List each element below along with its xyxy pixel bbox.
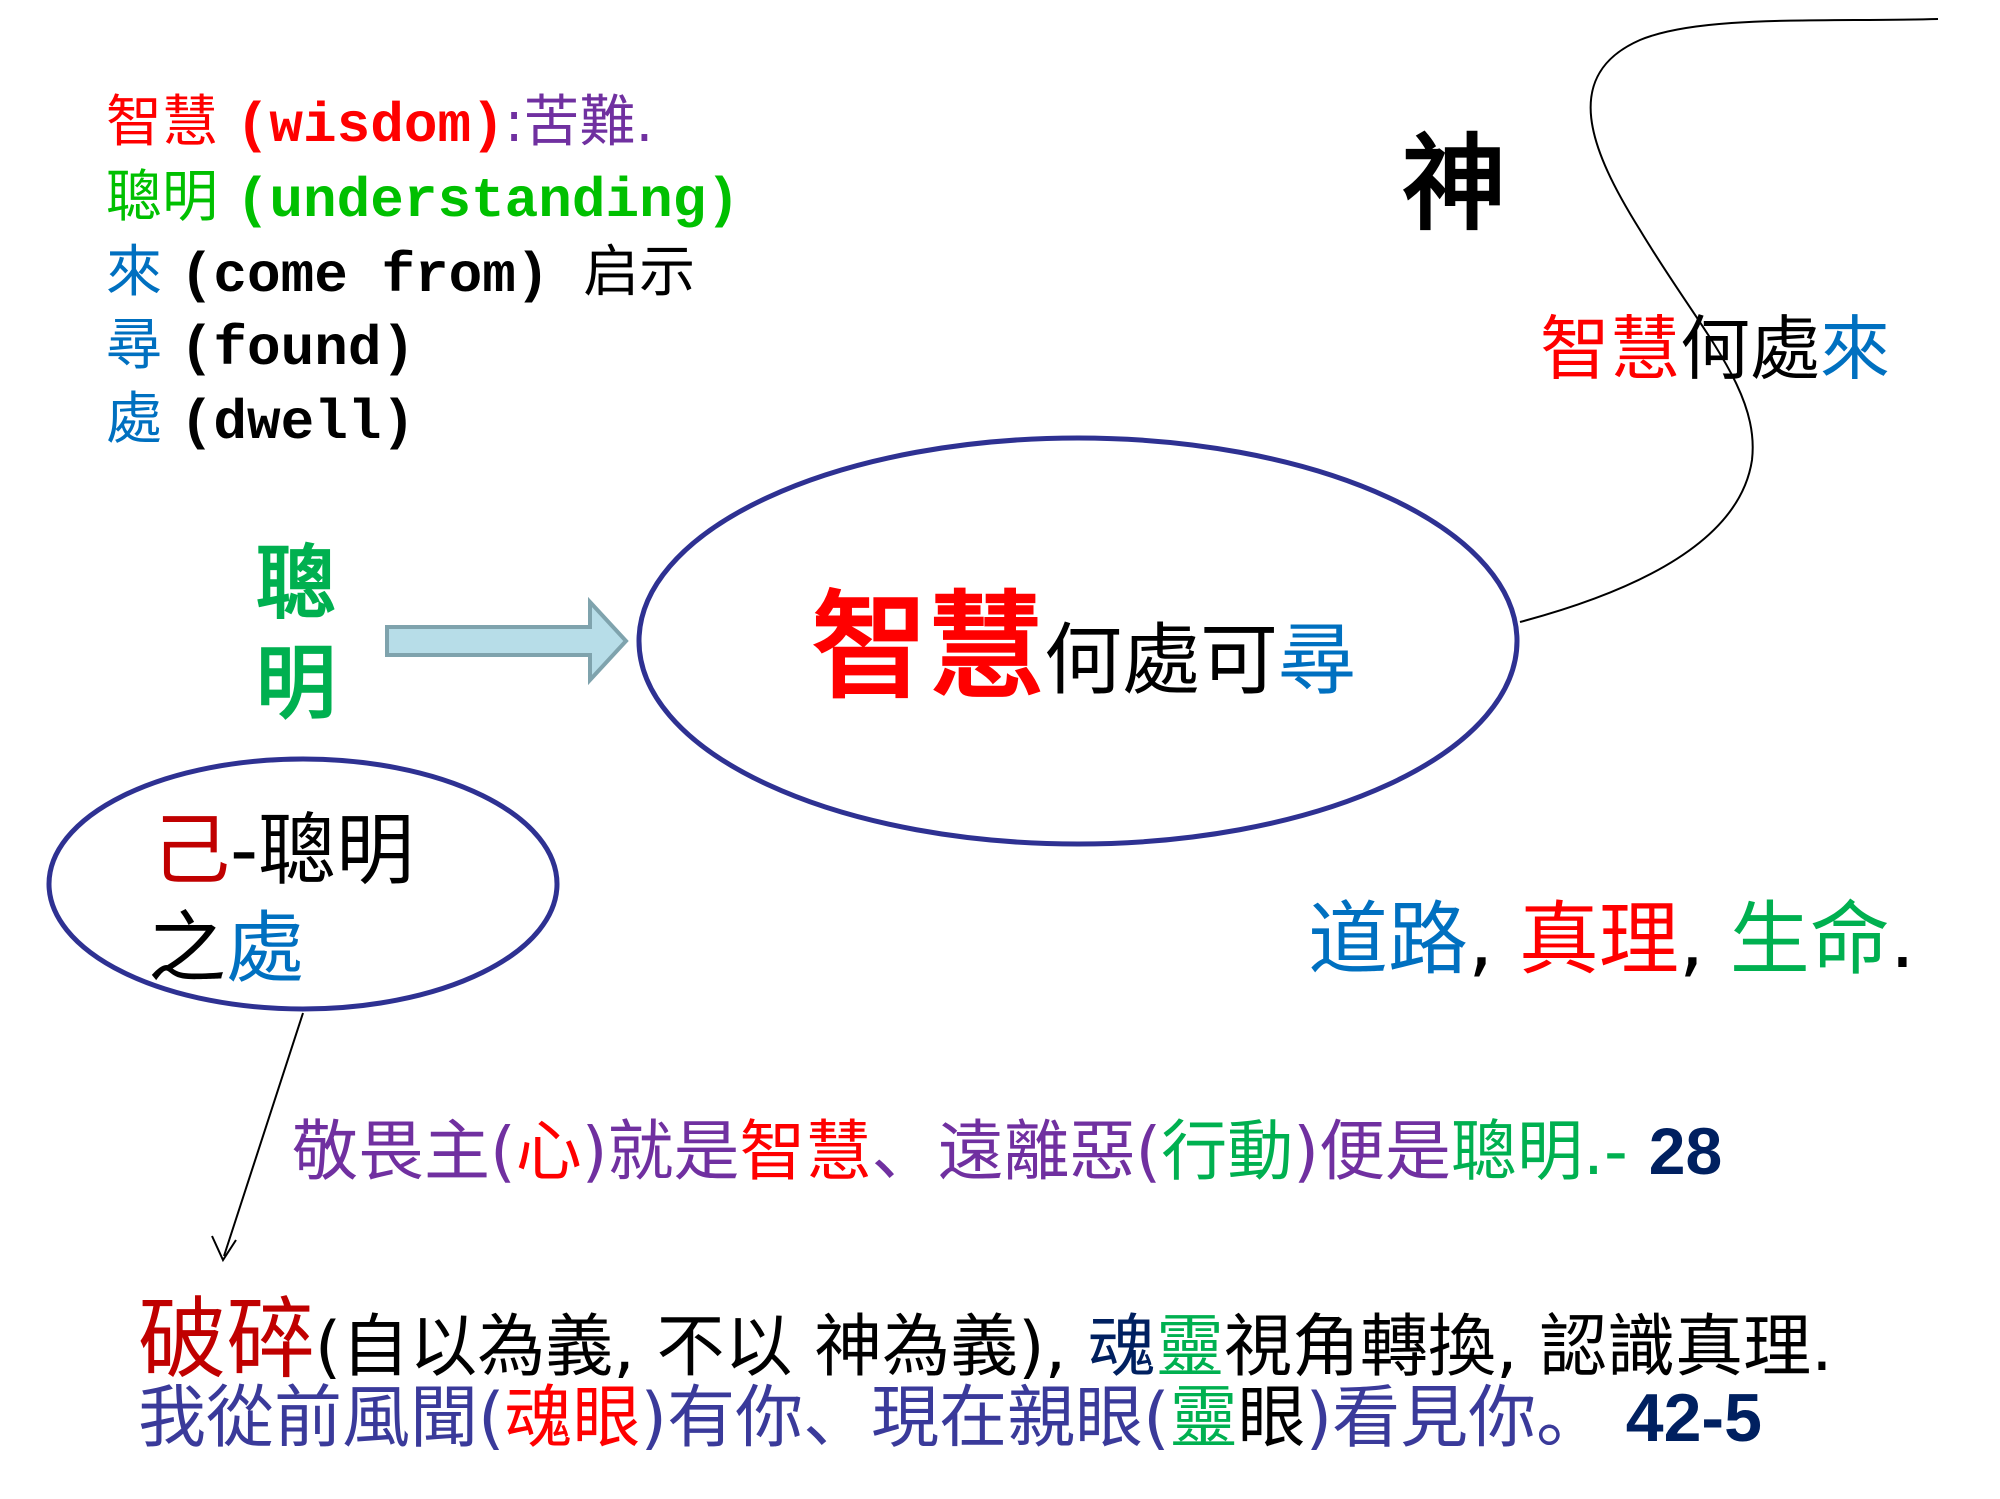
legend: 智慧 (wisdom):苦難. 聰明 (understanding) 來 (co…	[106, 95, 740, 466]
right-arrow-icon	[385, 596, 629, 686]
text-segment: 靈	[1155, 1308, 1224, 1387]
job-line: 我從前風聞(魂眼)有你、現在親眼(靈眼)看見你。 42-5	[138, 1384, 1762, 1453]
text-segment: (wisdom)	[235, 94, 505, 158]
text-segment: 魂	[1087, 1308, 1156, 1387]
divine-source-curve	[1519, 18, 1939, 623]
text-segment: 魂眼	[504, 1379, 641, 1458]
text-segment: 尋	[106, 313, 180, 378]
understanding-vertical: 聰 明	[256, 534, 336, 734]
where-wisdom-from: 智慧何處來	[1540, 314, 1890, 384]
self-understanding-line1: 己-聰明	[152, 812, 414, 890]
text-segment: 靈	[1169, 1379, 1238, 1458]
text-segment: 启示	[583, 240, 696, 305]
text-segment: (found)	[179, 317, 416, 381]
understanding-char: 明	[256, 637, 336, 730]
text-segment: 、遠離惡(	[871, 1113, 1162, 1190]
proverb-line: 敬畏主(心)就是智慧、遠離惡(行動)便是聰明.- 28	[292, 1118, 1722, 1185]
text-segment: 28	[1648, 1114, 1723, 1188]
text-segment: -聰明	[230, 806, 415, 896]
text-segment: ,	[1468, 893, 1519, 986]
arrowhead-icon	[211, 1235, 237, 1263]
text-segment: (understanding)	[235, 169, 740, 233]
text-segment: 聰明.-	[1451, 1113, 1649, 1190]
legend-line: 來 (come from) 启示	[106, 245, 740, 318]
text-segment: 尋	[1278, 616, 1357, 706]
text-segment: 處	[226, 904, 305, 994]
text-segment: .	[1889, 893, 1916, 986]
text-segment: (dwell)	[179, 391, 416, 455]
text-segment: 我從前風聞(	[138, 1379, 505, 1458]
text-segment: )便是	[1293, 1113, 1451, 1190]
text-segment: 破碎	[138, 1288, 315, 1391]
legend-line: 聰明 (understanding)	[106, 170, 740, 245]
text-segment: 敬畏主(	[292, 1113, 516, 1190]
wisdom-ellipse	[636, 435, 1520, 847]
legend-line: 智慧 (wisdom):苦難.	[106, 95, 740, 170]
where-findable: 何處可尋	[1044, 616, 1356, 706]
text-segment: 行動	[1161, 1113, 1294, 1190]
connector-line	[223, 1012, 304, 1257]
text-segment: 心	[515, 1113, 582, 1190]
text-segment: 智慧	[106, 90, 236, 155]
text-segment: 智慧	[1540, 308, 1680, 390]
text-segment: 真理	[1518, 893, 1679, 986]
text-segment: 智慧	[739, 1113, 872, 1190]
legend-line: 尋 (found)	[106, 318, 740, 392]
text-segment: 視角轉換, 認識真理.	[1223, 1308, 1833, 1387]
wisdom-big: 智慧	[812, 580, 1044, 715]
god-label: 神	[1402, 123, 1507, 245]
text-segment: (come from)	[179, 244, 584, 308]
text-segment: 處	[106, 387, 180, 452]
text-segment: 何處	[1680, 308, 1820, 390]
text-segment: 來	[1820, 308, 1890, 390]
wisdom-center-text: 智慧何處可尋	[812, 590, 1356, 706]
text-segment: )就是	[581, 1113, 740, 1190]
text-segment: 來	[106, 240, 180, 305]
text-segment: 42-5	[1625, 1380, 1762, 1456]
text-segment: 道路	[1308, 893, 1468, 986]
text-segment: 生命	[1729, 893, 1890, 986]
understanding-char: 聰	[256, 537, 336, 630]
self-understanding-line2: 之處	[148, 910, 304, 988]
self-ellipse	[46, 756, 560, 1012]
broken-line: 破碎(自以為義, 不以 神為義), 魂靈視角轉換, 認識真理.	[138, 1295, 1833, 1387]
text-segment: :苦難.	[504, 90, 654, 155]
text-segment: (自以為義, 不以 神為義),	[314, 1308, 1088, 1387]
text-segment: 何處可	[1044, 616, 1279, 706]
text-segment: )有你、現在親眼(	[640, 1379, 1170, 1458]
text-segment: ,	[1678, 893, 1730, 986]
text-segment: 之	[148, 904, 227, 994]
text-segment: 聰明	[106, 165, 236, 230]
text-segment: 己	[152, 806, 231, 896]
text-segment: 眼	[1237, 1379, 1306, 1458]
text-segment: )看見你。	[1305, 1379, 1626, 1458]
legend-line: 處 (dwell)	[106, 392, 740, 466]
way-truth-life: 道路, 真理, 生命.	[1308, 900, 1915, 980]
